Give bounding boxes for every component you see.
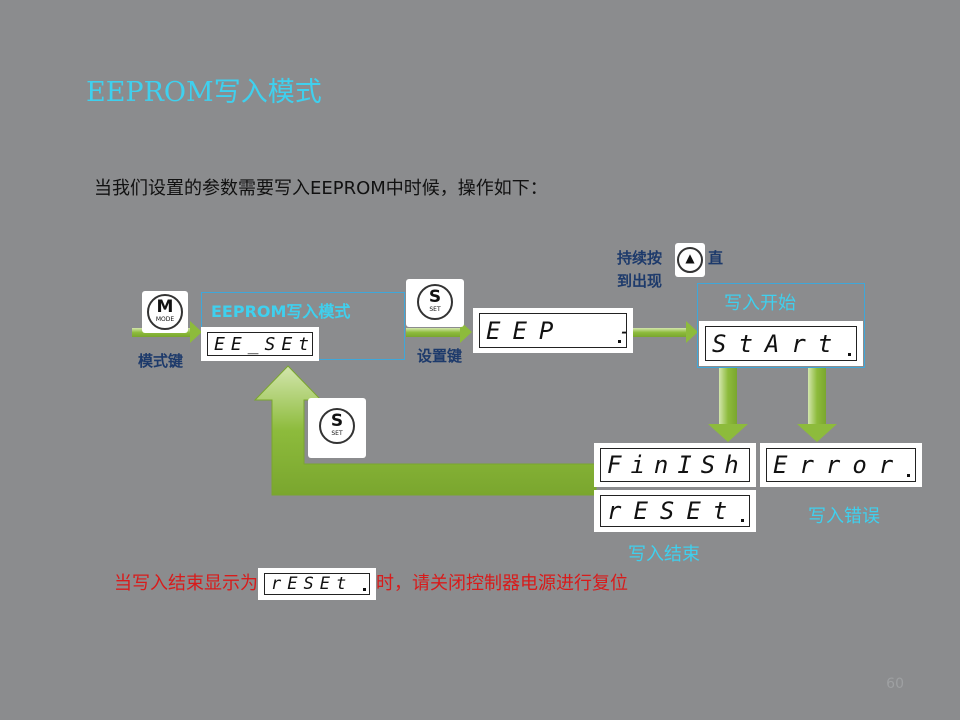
write-error-label: 写入错误 [808,506,880,527]
reset-note: 当写入结束显示为 rESEt 时，请关闭控制器电源进行复位 [114,568,694,600]
display-finish: FinISh [594,443,756,487]
display-start-text: StArt [705,326,857,361]
mode-key-icon [147,294,183,330]
mode-key-letter: M [156,297,174,317]
set-key-label: 设置键 [417,347,463,365]
up-arrow-icon [677,247,703,273]
display-ee-set-text: EE_SEt [207,332,313,356]
arrow-start-to-finish [708,368,748,442]
arrow-eeprom-to-eep [406,321,472,343]
set-key-top-sub: SET [429,306,441,313]
eeprom-mode-label: EEPROM写入模式 [211,302,351,321]
reset-note-after: 时，请关闭控制器电源进行复位 [376,573,628,594]
set-key-bottom-letter: S [330,411,344,431]
set-key-top: S SET [406,279,464,327]
display-reset-note: rESEt [258,568,376,600]
page-number: 60 [886,676,904,692]
set-key-icon [417,284,453,320]
set-key-top-letter: S [428,287,442,307]
display-error-text: Error [766,448,916,482]
arrow-start-to-error [797,368,837,442]
display-eep-text: EEP - [479,313,627,348]
up-key-glyph: ▲ [685,251,695,265]
mode-key-sub: MODE [155,316,175,323]
display-finish-text: FinISh [600,448,750,482]
display-reset-note-text: rESEt [264,573,370,595]
set-key-bottom-icon [319,408,355,444]
intro-text: 当我们设置的参数需要写入EEPROM中时候，操作如下： [94,178,548,199]
display-start: StArt [699,321,863,366]
write-end-label: 写入结束 [628,544,700,565]
mode-key: M MODE [142,291,188,333]
display-ee-set: EE_SEt [201,327,319,361]
write-start-box [697,283,865,368]
display-reset: rESEt [594,490,756,532]
up-key: ▲ [675,243,705,277]
set-key-bottom: S SET [308,398,366,458]
reset-note-before: 当写入结束显示为 [114,573,258,594]
arrow-return-to-eeprom [253,365,597,496]
hold-press-text-c: 到出现 [617,272,663,290]
display-reset-text: rESEt [600,495,750,527]
display-error: Error [760,443,922,487]
arrow-eep-to-start [632,321,698,343]
write-start-label: 写入开始 [724,293,796,314]
slide-title: EEPROM写入模式 [86,77,322,108]
hold-press-text-a: 持续按 [617,249,663,267]
display-eep: EEP - [473,308,633,353]
hold-press-text-b: 直 [708,249,724,267]
set-key-bottom-sub: SET [331,430,343,437]
mode-key-label: 模式键 [138,352,184,370]
